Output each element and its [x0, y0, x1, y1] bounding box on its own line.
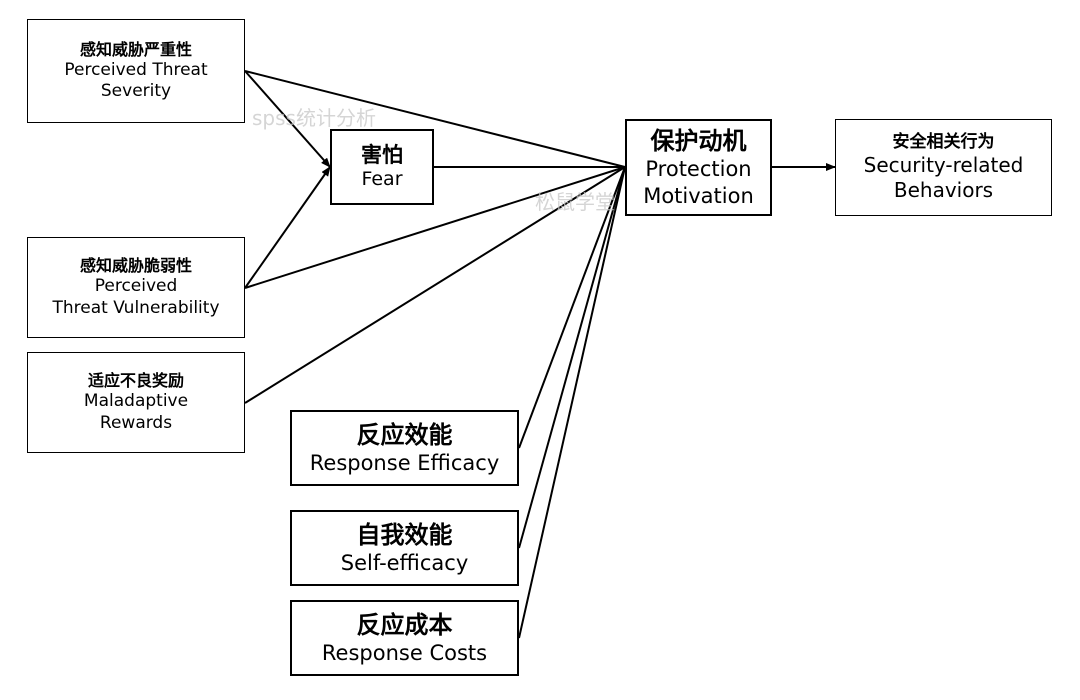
node-label-zh: 感知威胁严重性	[79, 39, 192, 59]
node-perceived-threat-vulnerability: 感知威胁脆弱性 Perceived Threat Vulnerability	[27, 237, 245, 338]
node-label-en: Fear	[361, 168, 403, 191]
node-label-en: Response Costs	[321, 640, 488, 665]
edge-vulnerability-to-fear	[244, 166, 331, 289]
node-maladaptive-rewards: 适应不良奖励 Maladaptive Rewards	[27, 352, 245, 453]
node-label-zh: 适应不良奖励	[87, 371, 184, 391]
node-protection-motivation: 保护动机 Protection Motivation	[625, 119, 772, 216]
edge-severity-to-fear	[244, 70, 331, 168]
edge-response_efficacy-to-motivation	[518, 166, 626, 449]
edge-rewards-to-motivation	[244, 166, 626, 404]
node-label-zh: 自我效能	[356, 520, 453, 549]
node-label-en: Perceived Threat Vulnerability	[52, 276, 220, 318]
node-self-efficacy: 自我效能 Self-efficacy	[290, 510, 519, 586]
node-label-en: Perceived Threat Severity	[64, 59, 208, 101]
node-label-en: Self-efficacy	[340, 550, 469, 575]
edge-response_costs-to-motivation	[518, 166, 626, 639]
node-security-related-behaviors: 安全相关行为 Security-related Behaviors	[835, 119, 1052, 216]
node-perceived-threat-severity: 感知威胁严重性 Perceived Threat Severity	[27, 19, 245, 123]
edge-severity-to-motivation	[244, 70, 626, 168]
node-response-efficacy: 反应效能 Response Efficacy	[290, 410, 519, 486]
node-label-zh: 安全相关行为	[892, 131, 995, 152]
node-label-zh: 反应成本	[356, 610, 453, 639]
node-label-zh: 害怕	[361, 143, 403, 167]
node-label-zh: 反应效能	[356, 420, 453, 449]
node-label-en: Maladaptive Rewards	[83, 391, 189, 433]
node-label-en: Protection Motivation	[643, 157, 754, 208]
node-label-en: Response Efficacy	[309, 450, 500, 475]
node-label-en: Security-related Behaviors	[863, 153, 1024, 203]
node-label-zh: 保护动机	[650, 127, 747, 156]
edge-self_efficacy-to-motivation	[518, 166, 626, 549]
edge-vulnerability-to-motivation	[244, 166, 626, 289]
node-response-costs: 反应成本 Response Costs	[290, 600, 519, 676]
node-fear: 害怕 Fear	[330, 129, 434, 205]
node-label-zh: 感知威胁脆弱性	[79, 256, 192, 276]
